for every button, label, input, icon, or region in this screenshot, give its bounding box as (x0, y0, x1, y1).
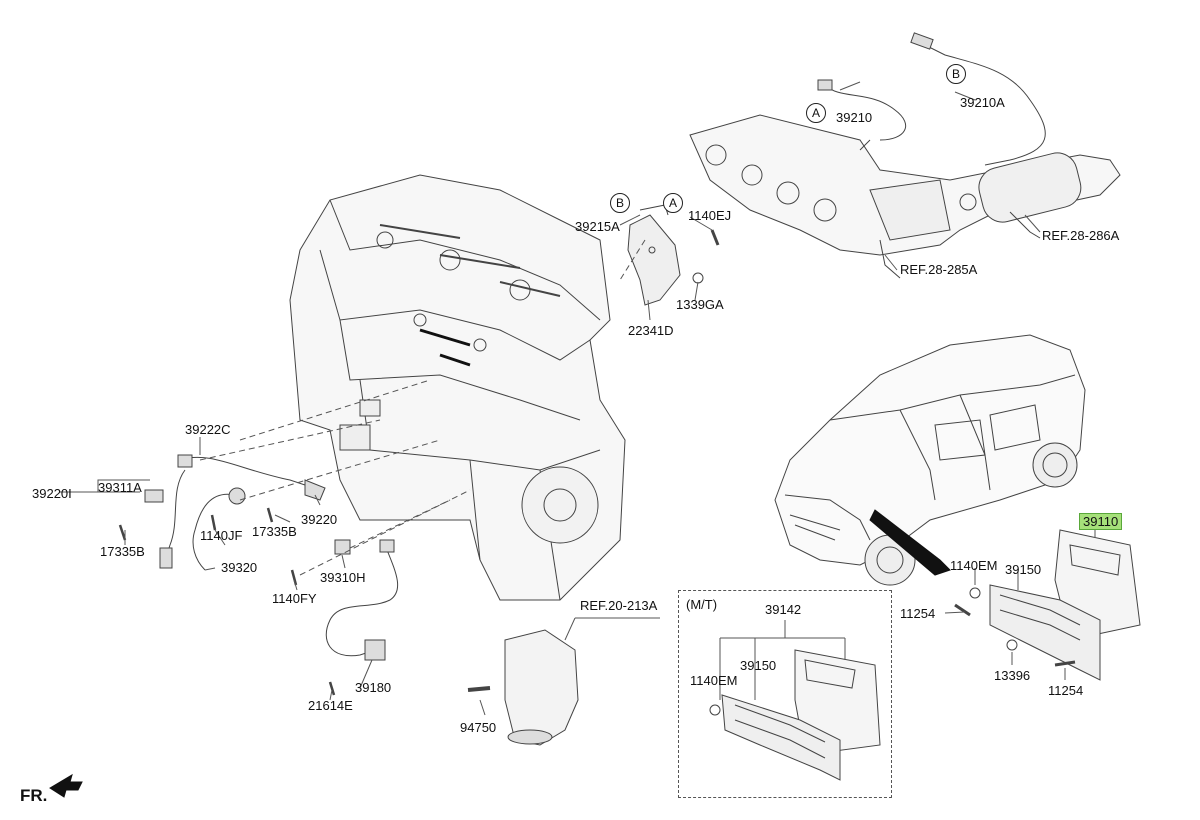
part-label-13396[interactable]: 13396 (994, 668, 1031, 683)
engine-block-drawing (289, 174, 626, 601)
part-label-39180[interactable]: 39180 (355, 680, 392, 695)
part-label-39310h[interactable]: 39310H (320, 570, 366, 585)
callout-b-bracket[interactable]: B (610, 193, 630, 213)
housing-drawing (467, 629, 579, 746)
bolts-drawing (118, 507, 336, 696)
part-label-21614e[interactable]: 21614E (308, 698, 353, 713)
part-label-39222c[interactable]: 39222C (185, 422, 231, 437)
knock-sensor-wiring-drawing (144, 454, 351, 571)
part-label-22341d[interactable]: 22341D (628, 323, 674, 338)
mt-variant-box (678, 590, 892, 798)
callout-a-bracket[interactable]: A (663, 193, 683, 213)
callout-a-o2-sensor[interactable]: A (806, 103, 826, 123)
ref-label-20-213a[interactable]: REF.20-213A (580, 598, 658, 613)
part-label-39215a[interactable]: 39215A (575, 219, 620, 234)
crank-sensor-wire-drawing (325, 539, 399, 661)
part-label-39311a[interactable]: 39311A (98, 480, 142, 495)
part-label-39150-mt[interactable]: 39150 (740, 658, 777, 673)
part-label-11254-a[interactable]: 11254 (900, 606, 936, 621)
part-label-1140jf[interactable]: 1140JF (200, 528, 243, 543)
part-label-39320[interactable]: 39320 (221, 560, 258, 575)
ref-label-28-286a[interactable]: REF.28-286A (1042, 228, 1120, 243)
part-label-1339ga[interactable]: 1339GA (676, 297, 724, 312)
part-label-1140fy[interactable]: 1140FY (272, 591, 317, 606)
callout-b-o2-sensor[interactable]: B (946, 64, 966, 84)
part-label-39220i[interactable]: 39220I (32, 486, 72, 501)
part-label-1140ej[interactable]: 1140EJ (688, 208, 732, 223)
part-label-39210a[interactable]: 39210A (960, 95, 1005, 110)
part-label-1140em-mt[interactable]: 1140EM (690, 673, 738, 688)
mt-ecu-drawing (709, 649, 881, 781)
part-label-1140em[interactable]: 1140EM (950, 558, 998, 573)
ref-label-28-285a[interactable]: REF.28-285A (900, 262, 978, 277)
exhaust-manifold-drawing (689, 114, 1121, 279)
part-label-39142[interactable]: 39142 (765, 602, 802, 617)
part-label-39210[interactable]: 39210 (836, 110, 873, 125)
part-label-11254-b[interactable]: 11254 (1048, 683, 1084, 698)
o2-sensor-wires-drawing (817, 32, 1046, 166)
part-label-39220[interactable]: 39220 (301, 512, 338, 527)
leader-lines (60, 81, 1096, 716)
part-label-17335b-right[interactable]: 17335B (252, 524, 297, 539)
front-arrow-icon (49, 773, 83, 798)
mt-variant-label: (M/T) (686, 597, 718, 612)
part-label-39110[interactable]: 39110 (1079, 513, 1123, 530)
part-label-94750[interactable]: 94750 (460, 720, 497, 735)
vehicle-drawing (774, 334, 1086, 586)
ecu-assembly-drawing (954, 529, 1141, 681)
part-label-17335b-left[interactable]: 17335B (100, 544, 145, 559)
part-label-39150[interactable]: 39150 (1005, 562, 1042, 577)
front-direction-label: FR. (20, 786, 48, 805)
